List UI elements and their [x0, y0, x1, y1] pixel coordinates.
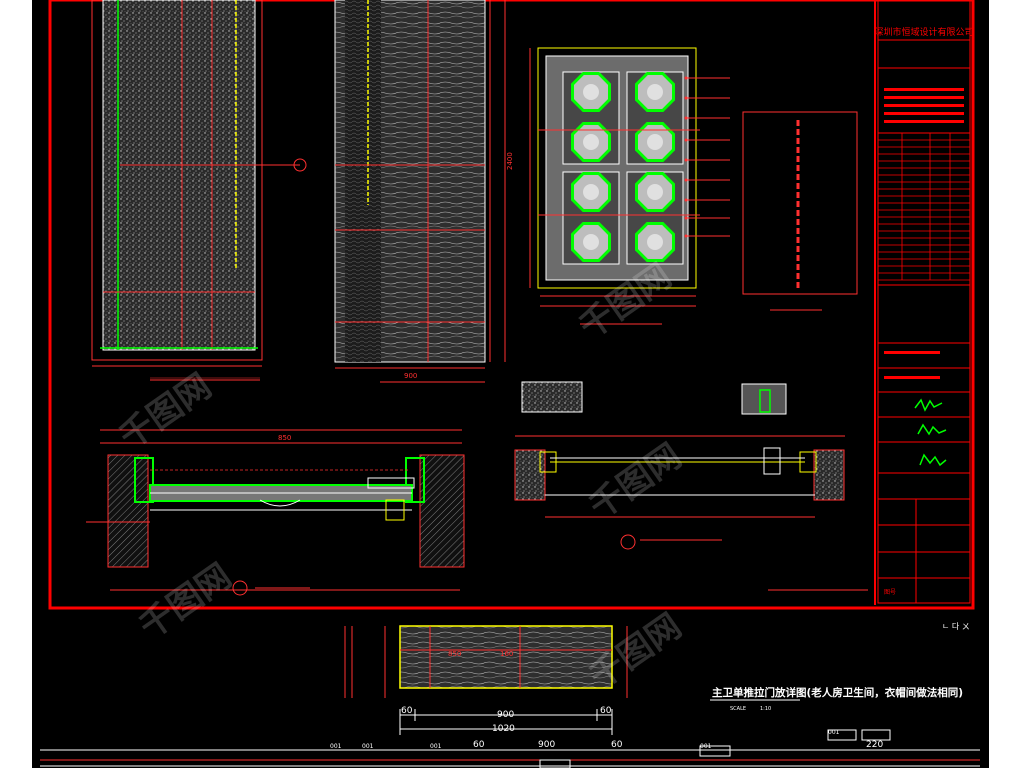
dim-60-left: 60 [401, 706, 413, 716]
door-elevation-speckled [91, 0, 307, 381]
company-name: 深圳市恒域设计有限公司 [874, 26, 973, 38]
dim-strip-160: 160 [500, 650, 513, 658]
door-plan-section [86, 429, 465, 596]
callout-tag: 001 [330, 743, 342, 750]
drawing-title: 主卫单推拉门放详图(老人房卫生间，衣帽间做法相同) [712, 686, 963, 699]
callout-tag: 001 [430, 743, 442, 750]
dim-900: 900 [497, 710, 514, 720]
dim-door-900: 900 [404, 372, 417, 380]
callout-leaders [684, 76, 730, 238]
dim-row2-900: 900 [538, 740, 555, 750]
scale-label: SCALE [730, 706, 746, 712]
door-head-section [514, 381, 845, 550]
callout-tag: 001 [362, 743, 374, 750]
door-elevation-woodgrain [334, 0, 506, 383]
door-elevation-octagon-panel [529, 47, 700, 325]
scale-value: 1:10 [760, 706, 771, 712]
dim-row2-60: 60 [473, 740, 485, 750]
dim-strip-850: 850 [448, 650, 461, 658]
lower-sheet [40, 625, 980, 768]
callout-tag: 001 [828, 729, 840, 736]
dim-row2-220: 220 [866, 740, 883, 750]
drawing-no-label: 图号 [884, 589, 896, 596]
drawing-frame [48, 0, 975, 610]
title-block [878, 39, 970, 603]
dim-height-2400: 2400 [506, 152, 514, 170]
dim-section-850: 850 [278, 434, 291, 442]
dim-row2-60b: 60 [611, 740, 623, 750]
callout-tag: 001 [700, 743, 712, 750]
lower-callouts: 001 001 001 001 001 [330, 729, 840, 750]
material-note-box [742, 111, 858, 311]
corner-mark: ㄴ 다 ㄨ [942, 622, 970, 631]
dim-60-right: 60 [600, 706, 612, 716]
dim-1020: 1020 [492, 724, 515, 734]
